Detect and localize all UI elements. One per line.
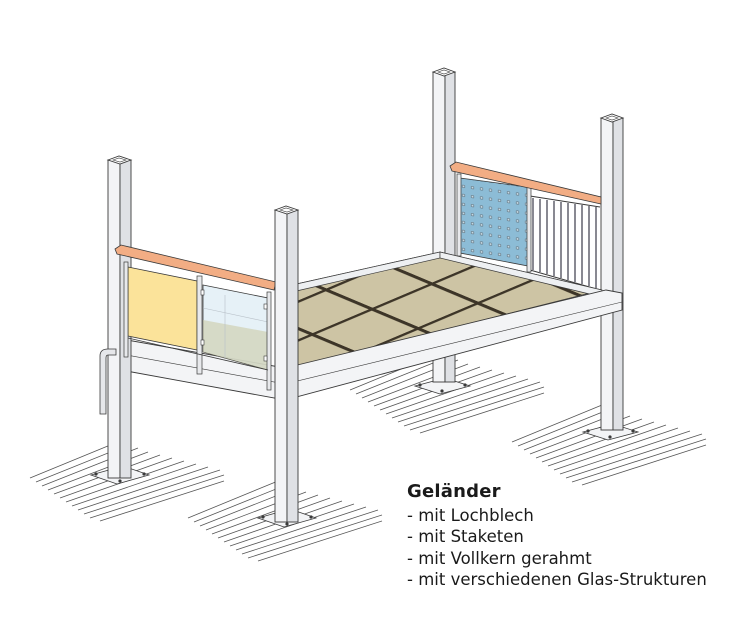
- caption-item-lochblech: - mit Lochblech: [407, 506, 534, 525]
- railing-balusters: [532, 198, 597, 288]
- post-front-right: [273, 205, 300, 523]
- deck: [109, 251, 623, 401]
- caption: Geländer - mit Lochblech - mit Staketen …: [407, 481, 707, 590]
- handrail-back: [449, 161, 602, 205]
- railing-front: [114, 244, 277, 391]
- downpipe: [99, 348, 117, 415]
- railing-solid-panel: [127, 266, 198, 351]
- railing-perforated-sheet: [459, 177, 529, 267]
- caption-title: Geländer: [407, 481, 501, 502]
- post-back-right: [599, 113, 625, 431]
- caption-list: - mit Lochblech - mit Staketen - mit Vol…: [407, 505, 707, 590]
- caption-item-vollkern: - mit Vollkern gerahmt: [407, 548, 592, 568]
- caption-item-glas: - mit verschiedenen Glas-Strukturen: [407, 569, 707, 589]
- caption-item-staketen: - mit Staketen: [407, 527, 524, 547]
- base-plates: [89, 377, 640, 528]
